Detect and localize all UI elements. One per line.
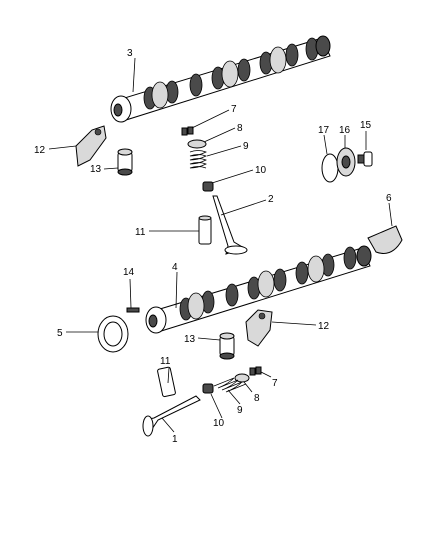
callout-5: 5 <box>57 328 63 339</box>
callout-4: 4 <box>172 262 178 273</box>
callout-16: 16 <box>339 125 351 136</box>
callout-6: 6 <box>386 193 392 204</box>
callout-13-lower: 13 <box>184 334 196 345</box>
callout-14: 14 <box>123 267 135 278</box>
upper-spring-retainer <box>187 139 207 149</box>
leader-lines <box>48 57 393 433</box>
callout-11-upper: 11 <box>135 227 146 238</box>
callout-1: 1 <box>172 434 178 445</box>
o-ring <box>321 153 339 183</box>
callout-12-lower: 12 <box>318 321 330 332</box>
callout-7-lower: 7 <box>272 378 278 389</box>
upper-valve <box>212 195 248 255</box>
lower-camshaft <box>145 245 372 334</box>
callout-9-upper: 9 <box>243 141 249 152</box>
upper-valve-keepers <box>181 126 194 136</box>
callout-labels: 3 12 13 7 8 9 10 2 11 17 16 15 6 4 14 5 … <box>34 48 392 445</box>
upper-valve-spring <box>189 150 207 169</box>
lower-rocker-arm <box>245 309 273 347</box>
upper-camshaft <box>110 35 331 123</box>
callout-17: 17 <box>318 125 330 136</box>
callout-9-lower: 9 <box>237 405 243 416</box>
callout-3: 3 <box>127 48 133 59</box>
callout-10-upper: 10 <box>255 165 267 176</box>
callout-8-lower: 8 <box>254 393 260 404</box>
upper-lash-adjuster <box>117 148 133 176</box>
lower-lash-adjuster <box>219 332 235 360</box>
dowel-pin <box>126 307 140 313</box>
callout-10-lower: 10 <box>213 418 225 429</box>
callout-8-upper: 8 <box>237 123 243 134</box>
callout-13-upper: 13 <box>90 164 102 175</box>
upper-valve-seal <box>202 181 214 192</box>
lower-valve-seal <box>202 383 214 394</box>
callout-11-lower: 11 <box>160 356 171 367</box>
callout-7-upper: 7 <box>231 104 237 115</box>
lower-valve-guide <box>157 366 176 398</box>
callout-2: 2 <box>268 194 274 205</box>
upper-valve-guide <box>198 215 212 245</box>
bolt <box>357 151 373 167</box>
callout-15: 15 <box>360 120 372 131</box>
oil-seal <box>97 315 129 353</box>
cam-target-wheel <box>336 147 356 177</box>
lower-valve-keepers <box>249 366 262 376</box>
lower-valve-spring <box>213 377 247 393</box>
lower-valve <box>142 395 201 437</box>
upper-rocker-arm <box>75 125 107 167</box>
cam-plug <box>367 225 403 254</box>
callout-12-upper: 12 <box>34 145 46 156</box>
